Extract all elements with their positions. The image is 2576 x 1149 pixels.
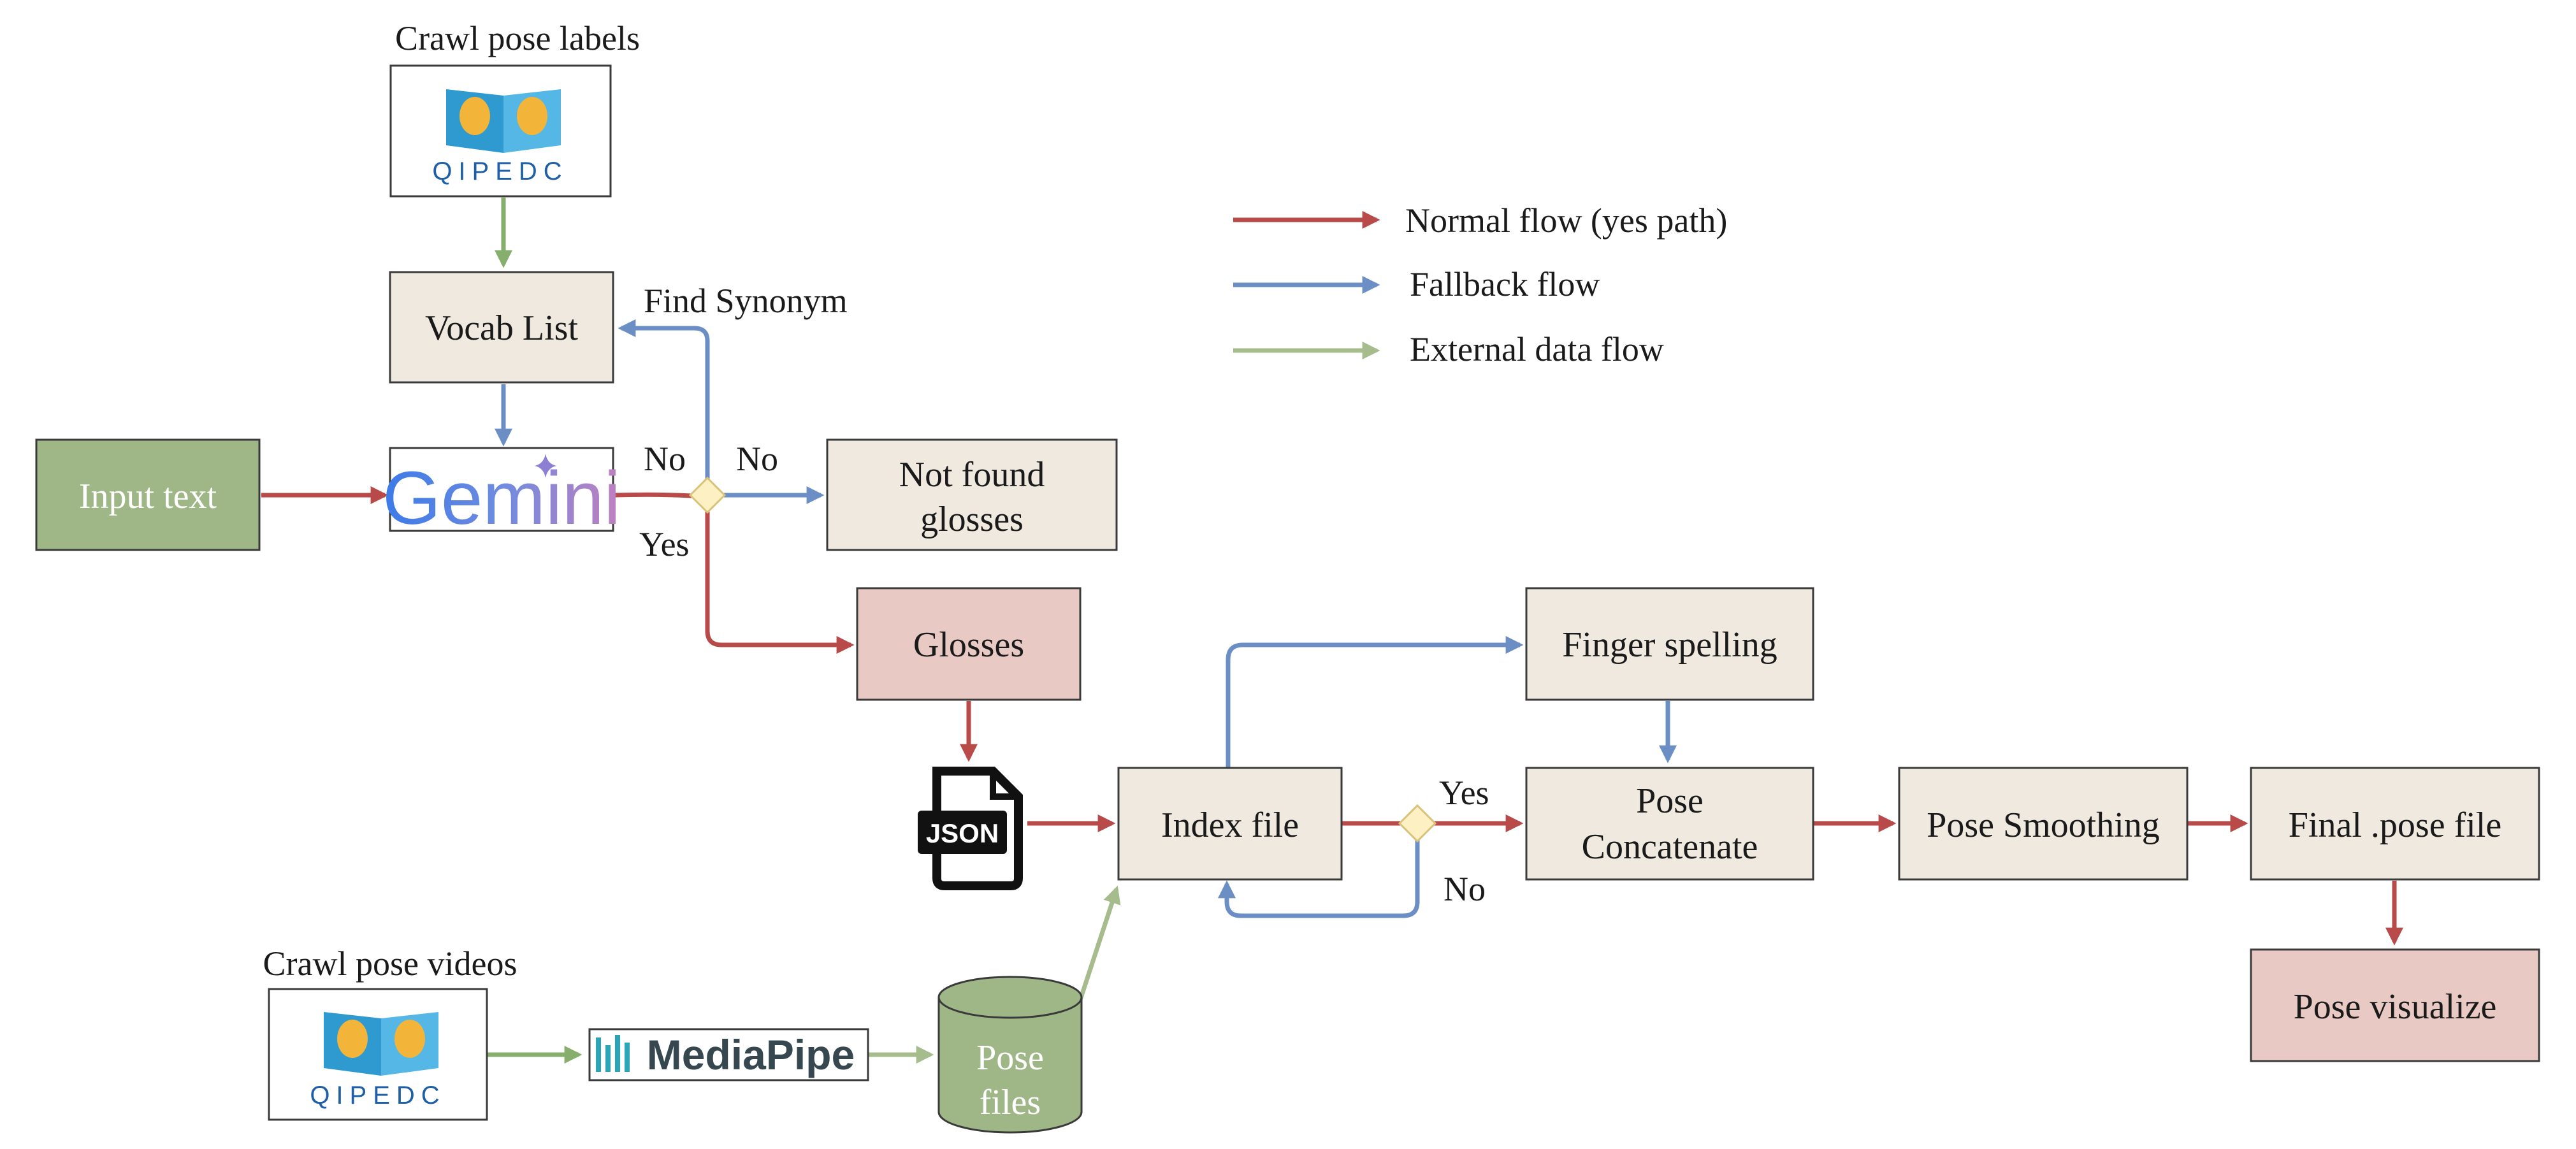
- gemini-logo-text: Gemini: [382, 456, 621, 540]
- edge-decision2-loop-index: [1218, 840, 1420, 918]
- json-label: JSON: [926, 818, 999, 848]
- pose-smoothing-box: [1898, 767, 2189, 881]
- edge-index-to-fingerspelling: [1226, 636, 1524, 767]
- edge-decision-to-vocab: [618, 319, 710, 479]
- find-synonym-label: Find Synonym: [644, 282, 848, 320]
- glosses-box: [856, 587, 1082, 701]
- pose-concatenate-line1: Pose: [1636, 781, 1704, 821]
- no-label-notfound: No: [736, 440, 778, 478]
- gemini-logo-box: [389, 447, 614, 532]
- pose-files-line2: files: [980, 1083, 1041, 1122]
- pose-concatenate-box: [1525, 767, 1814, 881]
- decision-diamond-gemini: [688, 476, 727, 514]
- json-file-icon: JSON: [918, 767, 1023, 890]
- edge-decision-to-glosses: [705, 512, 855, 654]
- qipedc-book-icon-top: [446, 89, 561, 153]
- index-file-label: Index file: [1161, 806, 1299, 845]
- qipedc-book-icon-bottom: [324, 1012, 438, 1076]
- index-file-box: [1117, 767, 1343, 881]
- final-pose-file-label: Final .pose file: [2289, 806, 2501, 845]
- gemini-sparkle-icon: [535, 454, 556, 478]
- input-text-label: Input text: [79, 477, 217, 516]
- yes-label-glosses: Yes: [639, 525, 690, 563]
- no-label-index-loop: No: [1444, 870, 1486, 908]
- vocab-list-box: [389, 271, 614, 384]
- pose-concatenate-line2: Concatenate: [1582, 827, 1758, 867]
- not-found-line2: glosses: [920, 500, 1024, 539]
- pose-files-database: [937, 976, 1083, 1134]
- legend-normal-label: Normal flow (yes path): [1405, 201, 1727, 240]
- mediapipe-mark-icon: [596, 1035, 630, 1072]
- crawl-pose-labels-caption: Crawl pose labels: [395, 19, 640, 57]
- finger-spelling-box: [1525, 587, 1814, 701]
- crawl-pose-videos-caption: Crawl pose videos: [263, 944, 517, 983]
- legend-fallback-label: Fallback flow: [1410, 265, 1600, 303]
- pose-visualize-box: [2250, 948, 2540, 1062]
- edge-posefiles-to-index: [1077, 885, 1121, 1003]
- no-label-synonym: No: [644, 440, 686, 478]
- legend: Normal flow (yes path) Fallback flow Ext…: [1233, 201, 1727, 368]
- yes-label-concatenate: Yes: [1439, 774, 1489, 812]
- pose-smoothing-label: Pose Smoothing: [1927, 806, 2160, 845]
- mediapipe-logo-box: [588, 1028, 869, 1081]
- legend-external-label: External data flow: [1410, 330, 1664, 368]
- mediapipe-label: MediaPipe: [647, 1031, 855, 1078]
- not-found-line1: Not found: [899, 455, 1045, 495]
- qipedc-label-bottom: QIPEDC: [310, 1081, 445, 1109]
- vocab-list-label: Vocab List: [425, 308, 578, 348]
- finger-spelling-label: Finger spelling: [1562, 625, 1777, 665]
- not-found-glosses-box: [826, 438, 1118, 551]
- edge-gemini-to-decision: [612, 492, 692, 498]
- pose-files-line1: Pose: [976, 1038, 1044, 1078]
- qipedc-label-top: QIPEDC: [432, 157, 568, 185]
- final-pose-file-box: [2250, 767, 2540, 881]
- glosses-label: Glosses: [913, 625, 1024, 665]
- pose-visualize-label: Pose visualize: [2294, 987, 2497, 1027]
- input-text-box: [35, 438, 261, 551]
- decision-diamond-index: [1398, 804, 1437, 843]
